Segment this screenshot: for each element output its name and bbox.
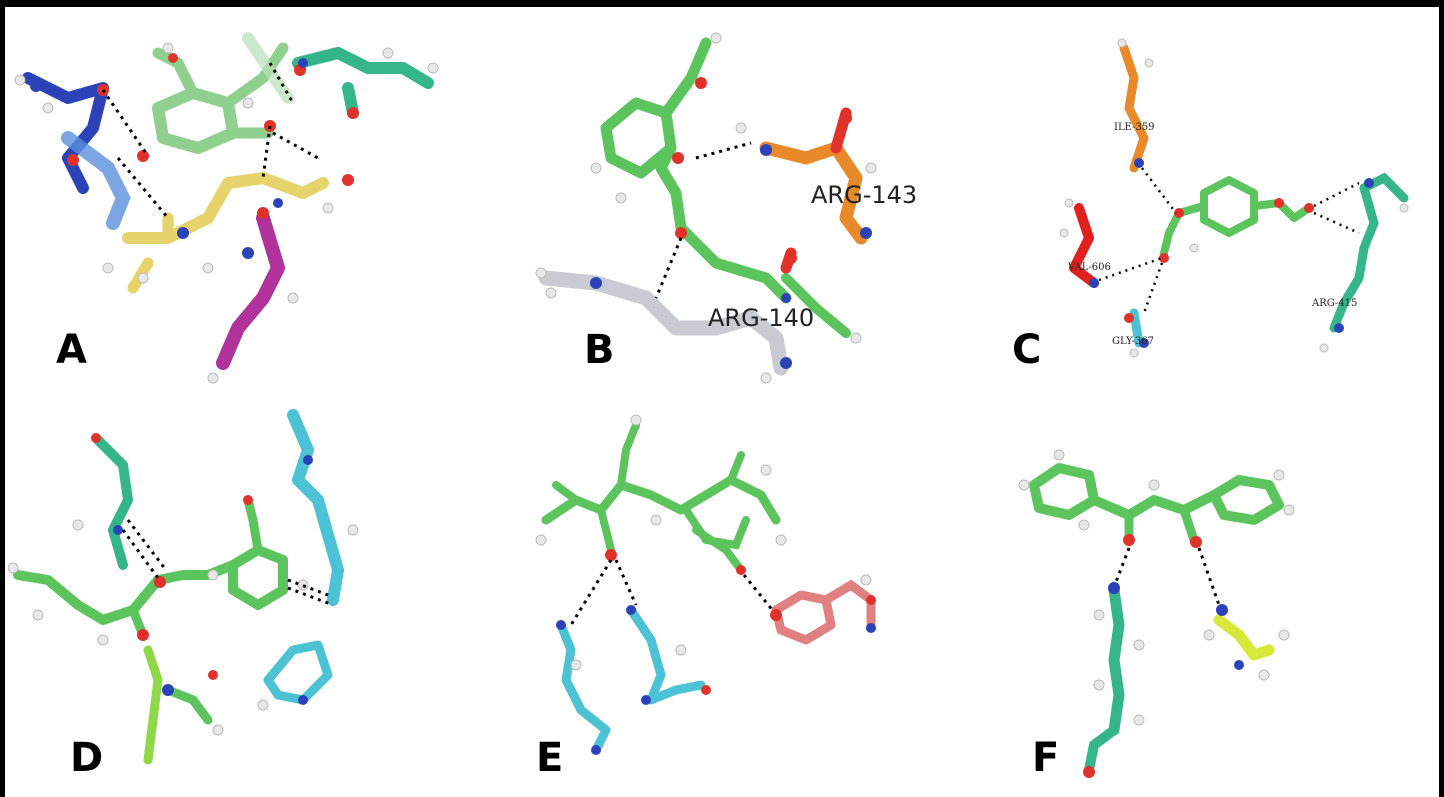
- panel-label-b: B: [584, 327, 615, 373]
- panel-b: ARG-143 ARG-140 B: [486, 8, 964, 398]
- panel-f-structure: [1018, 449, 1295, 778]
- panel-b-structure: ARG-143 ARG-140: [535, 32, 917, 384]
- residue-label-arg-143: ARG-143: [811, 181, 917, 209]
- residue-label-ile-359: ILE-359: [1114, 122, 1155, 133]
- panel-e: E: [486, 400, 964, 790]
- residue-label-arg-140: ARG-140: [708, 304, 814, 332]
- panel-c-structure: ILE-359 VAL-606 GLY-367 ARG-415: [1059, 38, 1409, 358]
- panel-label-a: A: [56, 327, 87, 373]
- residue-label-gly-367: GLY-367: [1112, 336, 1154, 347]
- panel-label-d: D: [70, 735, 104, 781]
- residue-label-val-606: VAL-606: [1067, 262, 1111, 273]
- panel-label-e: E: [536, 735, 564, 781]
- panel-f: F: [964, 400, 1442, 790]
- panel-d: D: [8, 400, 486, 790]
- panel-e-structure: [535, 414, 876, 755]
- residue-label-arg-415: ARG-415: [1311, 298, 1357, 309]
- panel-label-f: F: [1032, 735, 1060, 781]
- panel-c: ILE-359 VAL-606 GLY-367 ARG-415 C: [964, 8, 1442, 398]
- panel-d-structure: [8, 409, 359, 765]
- panel-label-c: C: [1012, 327, 1042, 373]
- panel-a: A: [8, 8, 486, 398]
- panel-a-structure: [14, 32, 439, 384]
